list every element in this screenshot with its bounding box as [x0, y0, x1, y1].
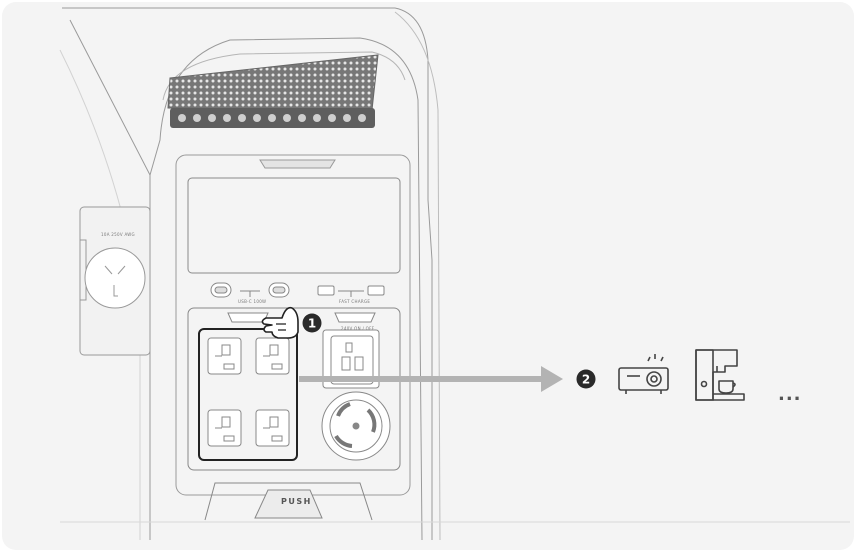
push-label: PUSH [281, 497, 312, 506]
bottom-latch [60, 482, 850, 523]
ellipsis-more: ... [778, 384, 802, 405]
side-outlet-panel [79, 206, 151, 356]
outlet-highlight-box [198, 328, 298, 461]
ac-switch-label: 240V ON / OFF [341, 326, 375, 331]
right-outlet [322, 329, 380, 389]
projector-icon [618, 354, 669, 394]
outlet-group [207, 337, 290, 447]
side-outlet-label: 10A 250V AWG [101, 232, 135, 237]
twist-lock-outlet [321, 391, 391, 461]
hand-pointer-icon [261, 306, 299, 339]
ac-buttons [187, 307, 401, 471]
usb-c-label: USB-C 100W [238, 299, 266, 304]
fast-charge-label: FAST CHARGE [339, 299, 370, 304]
coffee-machine-icon [695, 349, 745, 401]
flow-arrow [299, 366, 563, 392]
step-1-number: 1 [308, 317, 316, 331]
step-2-number: 2 [582, 373, 590, 387]
usb-ports [210, 282, 385, 298]
step-2-badge: 2 [576, 369, 596, 389]
vent-grille [167, 54, 379, 128]
step-1-badge: 1 [302, 313, 322, 333]
